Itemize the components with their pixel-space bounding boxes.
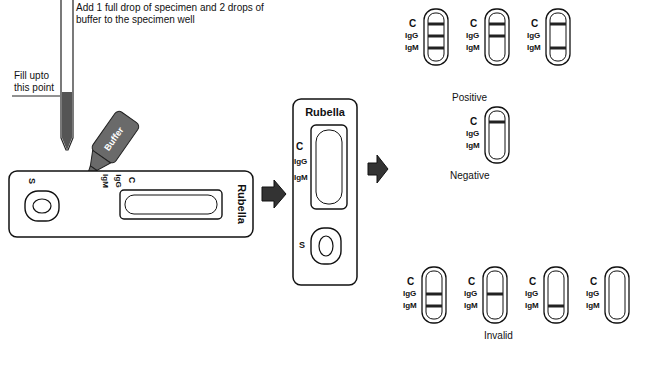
cassette-label: IgM [294,173,308,182]
result-strip: CIgG IgM [404,8,450,66]
test-line [548,305,564,308]
line-label: IgM [466,141,480,150]
cassette-body [293,99,357,285]
cassette-label: S [299,240,305,250]
line-label: C [531,18,538,30]
test-line [426,305,442,308]
strip-inner [426,271,442,319]
line-label: IgG [464,289,477,298]
strip-outline [424,9,448,65]
line-label: IgM [403,301,417,310]
line-label: C [407,276,414,288]
result-strip: CIgG IgM [463,266,509,324]
result-strip: CIgG IgM [402,266,448,324]
strip-inner [609,271,625,319]
strip-outline [546,9,570,65]
test-cassette: S C IgG IgM Rubella [8,170,254,238]
strip-inner [428,13,444,61]
dropper [61,0,73,150]
line-label: C [529,276,536,288]
result-window [120,190,222,219]
cassette-label: Rubella [292,106,358,119]
line-label: IgG [466,129,479,138]
line-label: IgG [527,31,540,40]
cassette-label: IgG [294,157,307,166]
strip-outline [605,267,629,323]
cassette-body [9,171,253,237]
strip-outline [483,267,507,323]
strip-inner [487,271,503,319]
test-line [550,23,566,26]
test-cassette: RubellaC IgG IgM S [292,98,358,286]
dropper-fluid [62,92,72,149]
test-line [428,23,444,26]
fill-note: Fill upto this point [14,70,62,93]
line-label: IgG [403,289,416,298]
cassette-label: IgG [113,174,122,187]
strip [125,195,217,214]
strip-outline [544,267,568,323]
line-label: C [590,276,597,288]
outline [292,98,358,286]
test-line [487,293,503,296]
test-line [428,35,444,38]
line-label: IgG [405,31,418,40]
strip-outline [485,9,509,65]
line-label: C [470,18,477,30]
cassette-label: Rubella [236,184,249,224]
test-line [489,35,505,38]
well-inner [33,199,51,213]
test-line [550,47,566,50]
test-line [489,121,505,124]
line-label: IgM [527,43,541,52]
cassette-label: C [296,141,303,153]
line-label: C [468,276,475,288]
result-strip: CIgG IgM [526,8,572,66]
block-arrow [262,180,286,208]
cassette-label: S [27,178,37,184]
specimen-well [311,228,341,264]
test-line [428,47,444,50]
result-strip: CIgG IgM [465,106,511,164]
cassette-label: IgM [100,174,109,188]
strip-inner [550,13,566,61]
strip-outline [422,267,446,323]
strip-inner [548,271,564,319]
strip-outline [485,107,509,163]
result-label: Invalid [484,330,513,342]
line-label: IgM [464,301,478,310]
line-label: IgM [525,301,539,310]
line-label: IgM [405,43,419,52]
line-label: IgG [586,289,599,298]
line-label: IgG [525,289,538,298]
block-arrow [368,155,388,183]
result-label: Negative [450,170,489,182]
cassette-label: C [127,177,137,184]
fill-line [12,96,60,97]
result-strip: CIgG IgM [585,266,631,324]
strip-inner [489,13,505,61]
result-strip: CIgG IgM [465,8,511,66]
result-window [311,125,347,209]
line-label: IgM [586,301,600,310]
test-line [426,293,442,296]
line-label: C [409,18,416,30]
line-label: IgM [466,43,480,52]
strip [316,130,342,204]
test-line [489,23,505,26]
result-label: Positive [452,92,487,104]
specimen-well [25,191,59,221]
line-label: C [470,116,477,128]
strip-inner [489,111,505,159]
well-inner [319,236,333,256]
instruction-text: Add 1 full drop of specimen and 2 drops … [76,2,281,25]
result-strip: CIgG IgM [524,266,570,324]
line-label: IgG [466,31,479,40]
